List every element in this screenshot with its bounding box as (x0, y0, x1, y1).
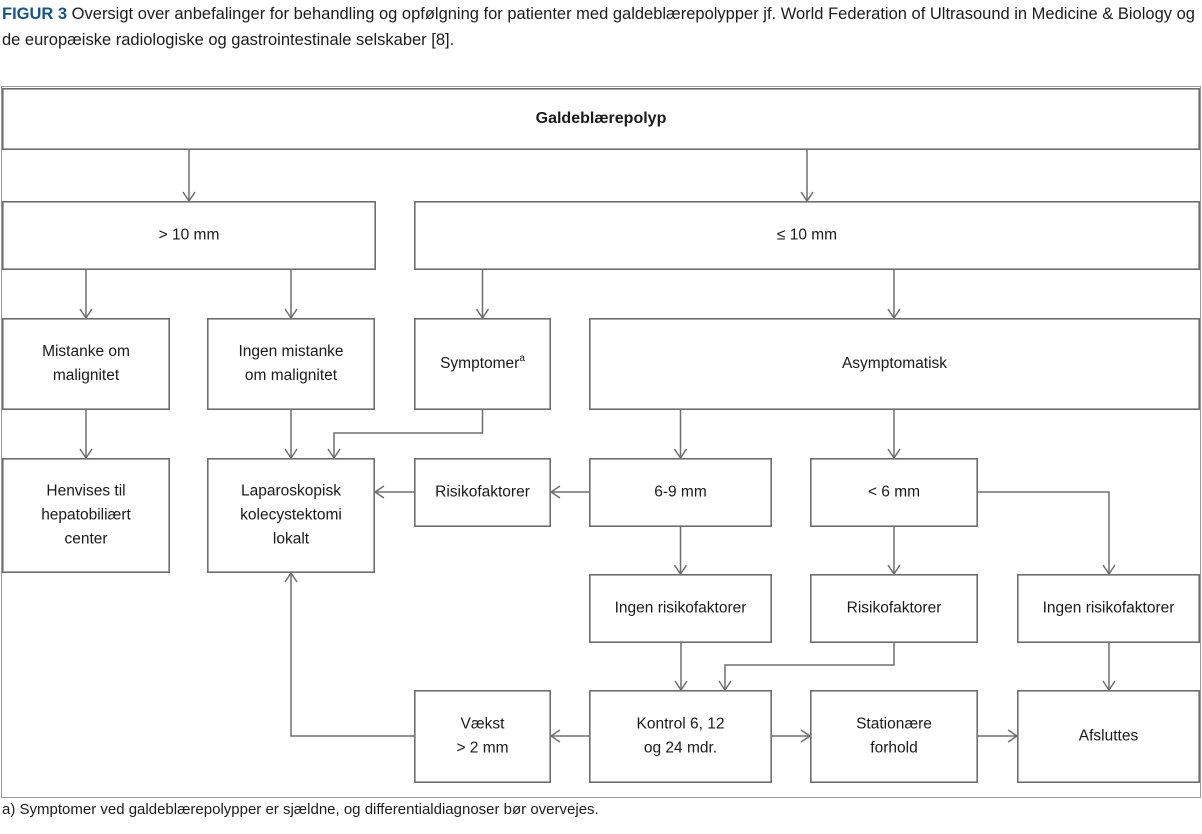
figure-footnote: a) Symptomer ved galdeblærepolypper er s… (2, 801, 599, 818)
figure-frame (1, 86, 1201, 798)
figure-caption-text: Oversigt over anbefalinger for behandlin… (2, 5, 1195, 49)
figure-number-label: FIGUR 3 (2, 5, 68, 23)
figure-caption: FIGUR 3 Oversigt over anbefalinger for b… (2, 0, 1197, 84)
